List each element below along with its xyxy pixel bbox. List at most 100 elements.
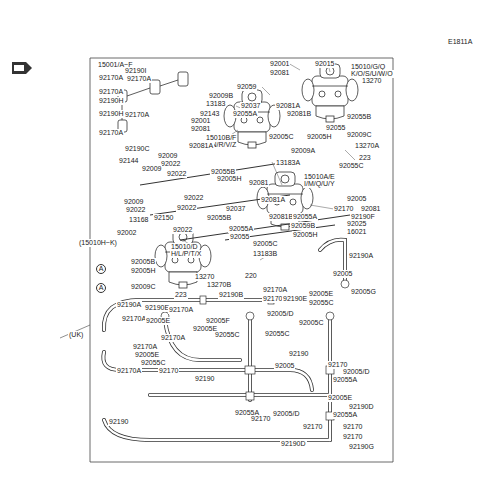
callout-number: 16021 <box>346 228 367 236</box>
callout-number: 92059B <box>290 222 316 230</box>
callout-number: 92170 <box>158 367 179 375</box>
callout-number: 92022 <box>166 170 187 178</box>
callout-number: 92170A <box>126 75 152 83</box>
callout-number: 92055A <box>292 213 318 221</box>
callout-number: 92081 <box>360 205 381 213</box>
callout-number: 92150 <box>153 214 174 222</box>
callout-number: 92055B <box>206 214 232 222</box>
callout-number: 92005H <box>130 267 157 275</box>
callout-number: 92009 <box>141 165 162 173</box>
callout-number: 13183 <box>205 100 226 108</box>
callout-number: 92081A <box>275 102 301 110</box>
callout-number: 92055C <box>338 162 365 170</box>
callout-number: 13183B <box>252 250 278 258</box>
callout-number: 92009 <box>123 198 144 206</box>
callout-number: 92022 <box>176 204 197 212</box>
callout-number: 92005 <box>346 195 367 203</box>
callout-number: 92170A <box>98 74 124 82</box>
callout-number: 92170 <box>342 423 363 431</box>
callout-number: 13270 <box>361 77 382 85</box>
callout-number: 92059 <box>236 83 257 91</box>
callout-number: 92025 <box>346 220 367 228</box>
callout-number: 92170A <box>132 343 158 351</box>
callout-number: 92037 <box>240 102 261 110</box>
callout-number: 92190B <box>218 291 244 299</box>
callout-number: 92022 <box>160 160 181 168</box>
callout-number: 92170A <box>116 367 142 375</box>
callout-number: 92170A <box>124 111 150 119</box>
callout-number: 92144 <box>118 157 139 165</box>
callout-number: 92055C <box>140 359 167 367</box>
callout-number: 92037 <box>225 205 246 213</box>
callout-number: 92005C <box>298 319 325 327</box>
callout-number: 92190I <box>124 67 147 75</box>
callout-number: 92005 <box>332 270 353 278</box>
callout-number: 13270B <box>206 281 232 289</box>
callout-number: 92190C <box>124 145 151 153</box>
callout-number: 92015 <box>314 60 335 68</box>
callout-number: 92081 <box>190 125 211 133</box>
callout-number: 92081B <box>268 213 294 221</box>
callout-number: E1811A <box>447 38 473 46</box>
callout-number: 92005E <box>145 317 171 325</box>
callout-number: I/M/Q/U/Y <box>303 180 336 188</box>
callout-number: 92081 <box>269 69 290 77</box>
callout-number: 92170A <box>160 334 186 342</box>
callout-number: 92170A <box>168 306 194 314</box>
callout-number: 92009C <box>346 131 373 139</box>
callout-number: 92170A <box>98 88 124 96</box>
callout-number: 92190 <box>194 375 215 383</box>
callout-number: (UK) <box>68 331 84 339</box>
callout-number: 92190E <box>144 304 170 312</box>
callout-number: 92055B <box>346 113 372 121</box>
callout-number: 92005C <box>252 240 279 248</box>
callout-number: 92005F <box>205 317 231 325</box>
callout-number: 92009A <box>290 147 316 155</box>
callout-number: 223 <box>358 154 372 162</box>
callout-number: 92005E <box>308 290 334 298</box>
callout-number: 92190H <box>98 97 125 105</box>
callout-number: 92081A <box>188 142 214 150</box>
callout-number: 92005C <box>268 133 295 141</box>
callout-number: 92190D <box>348 403 375 411</box>
callout-number: 92170 <box>302 423 323 431</box>
callout-number: 220 <box>244 272 258 280</box>
callout-number: 92005H <box>292 231 319 239</box>
callout-number: 223 <box>174 291 188 299</box>
callout-number: 92170 <box>342 433 363 441</box>
callout-number: 92081B <box>286 110 312 118</box>
callout-number: H/L/P/T/X <box>170 250 202 258</box>
callout-number: 92005H <box>306 133 333 141</box>
callout-number: 13168 <box>128 216 149 224</box>
callout-number: 92002 <box>116 229 137 237</box>
callout-number: 92190A <box>348 252 374 260</box>
callout-number: 92055A <box>332 376 358 384</box>
callout-number: 92005G <box>350 288 377 296</box>
callout-number: 92005B <box>130 258 156 266</box>
callout-number: 92190D <box>280 440 307 448</box>
callout-number: 92081 <box>248 179 269 187</box>
callout-number: 92170 <box>333 205 354 213</box>
callout-number: 13270 <box>194 273 215 281</box>
callout-number: 92001 <box>269 60 290 68</box>
callout-number: 92055 <box>325 124 346 132</box>
callout-number: 92005/D <box>272 410 300 418</box>
callout-number: 92190G <box>348 443 375 451</box>
callout-number: 92005/D <box>342 368 370 376</box>
callout-number: 13183A <box>275 159 301 167</box>
callout-number: 92005E <box>327 394 353 402</box>
reference-marker: A <box>96 264 106 274</box>
callout-number: 92170A <box>262 286 288 294</box>
callout-number: 92005H <box>216 175 243 183</box>
callout-number: 92055A <box>232 110 258 118</box>
callout-number: 92055A <box>332 411 358 419</box>
callout-number: 13270A <box>354 142 380 150</box>
callout-number: 92055 <box>229 233 250 241</box>
callout-number: 92005E <box>134 351 160 359</box>
callout-number: 92055A <box>228 225 254 233</box>
callout-number: 92001 <box>190 117 211 125</box>
callout-number: 92009B <box>208 92 234 100</box>
callout-number: 92170 <box>250 415 271 423</box>
callout-number: 92190A <box>116 301 142 309</box>
callout-number: 92055C <box>308 299 335 307</box>
